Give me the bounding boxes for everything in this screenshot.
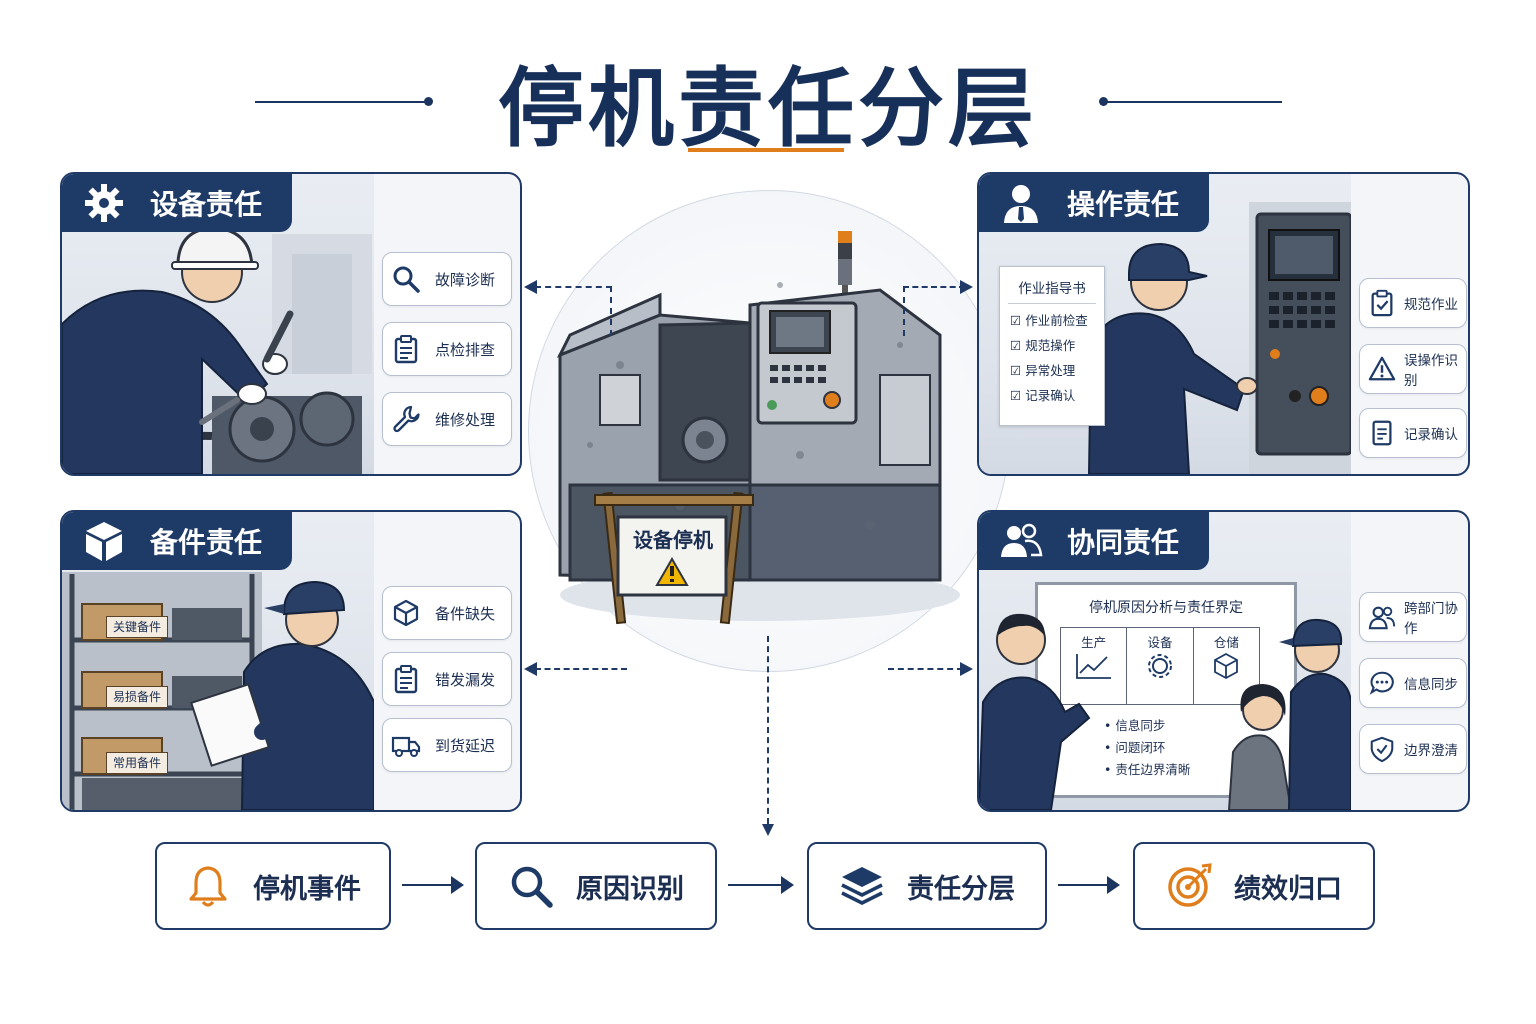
- whiteboard-table: 生产 设备 仓储: [1060, 627, 1260, 705]
- machine-down-sign: 设备停机: [633, 528, 713, 552]
- connector-spares: [535, 668, 627, 670]
- flow-arrow: [402, 876, 464, 894]
- chip-boundary: 边界澄清: [1359, 724, 1467, 774]
- operation-panel: 作业指导书 ☑ 作业前检查 ☑ 规范操作 ☑ 异常处理 ☑ 记录确认 操作责任 …: [977, 172, 1470, 476]
- instruction-sheet-title: 作业指导书: [1018, 281, 1086, 297]
- page-title: 停机责任分层: [498, 59, 1038, 159]
- instruction-item: ☑ 规范操作: [1010, 338, 1076, 353]
- cube-icon: [393, 599, 419, 627]
- spares-title: 备件责任: [150, 526, 263, 559]
- connector-collab: [888, 668, 963, 670]
- chip-info-sync: 信息同步: [1359, 658, 1467, 708]
- instruction-sheet: 作业指导书 ☑ 作业前检查 ☑ 规范操作 ☑ 异常处理 ☑ 记录确认: [999, 266, 1105, 426]
- title-left-dot: [424, 97, 433, 106]
- chat-icon: [1369, 671, 1394, 695]
- chip-fault-diagnosis: 故障诊断: [382, 252, 512, 306]
- flow-arrow: [728, 876, 794, 894]
- title-right-dot: [1099, 97, 1108, 106]
- operation-header: 操作责任: [979, 174, 1210, 232]
- chip-repair: 维修处理: [382, 392, 512, 446]
- shield-icon: [1370, 736, 1394, 763]
- chip-record-confirm: 记录确认: [1359, 408, 1467, 458]
- chip-inspection: 点检排查: [382, 322, 512, 376]
- gear-icon: [1147, 654, 1172, 678]
- search-icon: [511, 866, 553, 908]
- warehouse-illustration: [62, 572, 375, 810]
- spares-header: 备件责任: [62, 512, 293, 570]
- layers-icon: [841, 867, 883, 905]
- flow-arrow: [1058, 876, 1120, 894]
- connector-operation: [903, 286, 965, 336]
- technician-illustration: [62, 226, 372, 474]
- instruction-item: ☑ 记录确认: [1010, 388, 1076, 403]
- collab-title: 协同责任: [1067, 526, 1180, 559]
- spares-panel: 关键备件 易损备件 常用备件 备件责任 备件缺失 错发漏发 到货延迟: [60, 510, 522, 812]
- chart-icon: [1075, 654, 1111, 679]
- operator-illustration: [1087, 202, 1359, 474]
- connector-down: [767, 636, 769, 824]
- clipboard-icon: [394, 665, 418, 694]
- chip-misoperation: 误操作识别: [1359, 344, 1467, 394]
- whiteboard-col: 仓储: [1194, 628, 1259, 704]
- whiteboard-bullet: • 责任边界清晰: [1104, 762, 1191, 777]
- shelf-label: 易损备件: [106, 686, 168, 708]
- bell-icon: [189, 866, 227, 907]
- gear-icon: [85, 184, 123, 222]
- shelf-label: 关键备件: [106, 616, 168, 638]
- collab-panel: 停机原因分析与责任界定 生产 设备 仓储 • 信息同步 • 问题闭环 • 责任边…: [977, 510, 1470, 812]
- connector-equipment: [535, 286, 612, 336]
- chip-standard-work: 规范作业: [1359, 278, 1467, 328]
- connector-down-arrow: [762, 824, 774, 836]
- users-icon: [1368, 606, 1396, 630]
- connector-collab-arrow: [960, 662, 973, 676]
- whiteboard-bullet: • 信息同步: [1104, 718, 1166, 733]
- machine-illustration: [556, 231, 960, 625]
- title-underline: [688, 148, 844, 152]
- whiteboard-col: 设备: [1127, 628, 1194, 704]
- equipment-title: 设备责任: [150, 188, 263, 221]
- truck-icon: [391, 736, 421, 757]
- instruction-item: ☑ 异常处理: [1010, 363, 1076, 378]
- person-icon: [1004, 185, 1038, 223]
- instruction-item: ☑ 作业前检查: [1010, 313, 1088, 328]
- chip-delivery-delay: 到货延迟: [382, 718, 512, 772]
- search-icon: [393, 266, 420, 293]
- team-illustration: [979, 613, 1351, 810]
- connector-operation-arrow: [960, 280, 973, 294]
- clipboard-icon: [394, 335, 418, 364]
- operation-title: 操作责任: [1067, 188, 1180, 221]
- wrench-icon: [393, 405, 420, 433]
- flow-step-cause: 原因识别: [475, 842, 717, 930]
- chip-spare-missing: 备件缺失: [382, 586, 512, 640]
- warning-icon: [1368, 356, 1396, 381]
- target-icon: [1168, 863, 1212, 907]
- chip-wrong-issue: 错发漏发: [382, 652, 512, 706]
- flow-step-event: 停机事件: [155, 842, 391, 930]
- title-right-line: [1106, 101, 1282, 103]
- flow-step-performance: 绩效归口: [1133, 842, 1375, 930]
- box-icon: [86, 522, 122, 561]
- whiteboard-col: 生产: [1061, 628, 1128, 704]
- whiteboard-title: 停机原因分析与责任界定: [1089, 600, 1243, 616]
- whiteboard-bullet: • 问题闭环: [1104, 740, 1166, 755]
- shelf-label: 常用备件: [106, 752, 168, 774]
- cube-icon: [1214, 652, 1239, 680]
- title-left-line: [255, 101, 427, 103]
- chip-cross-dept: 跨部门协作: [1359, 592, 1467, 642]
- equipment-panel: 设备责任 故障诊断 点检排查 维修处理: [60, 172, 522, 476]
- connector-equipment-arrow: [524, 280, 537, 294]
- connector-spares-arrow: [524, 662, 537, 676]
- users-icon: [1001, 523, 1043, 557]
- clipboard-check-icon: [1371, 289, 1393, 317]
- flow-step-layering: 责任分层: [807, 842, 1047, 930]
- document-icon: [1372, 420, 1392, 446]
- equipment-header: 设备责任: [62, 174, 293, 232]
- collab-header: 协同责任: [979, 512, 1210, 570]
